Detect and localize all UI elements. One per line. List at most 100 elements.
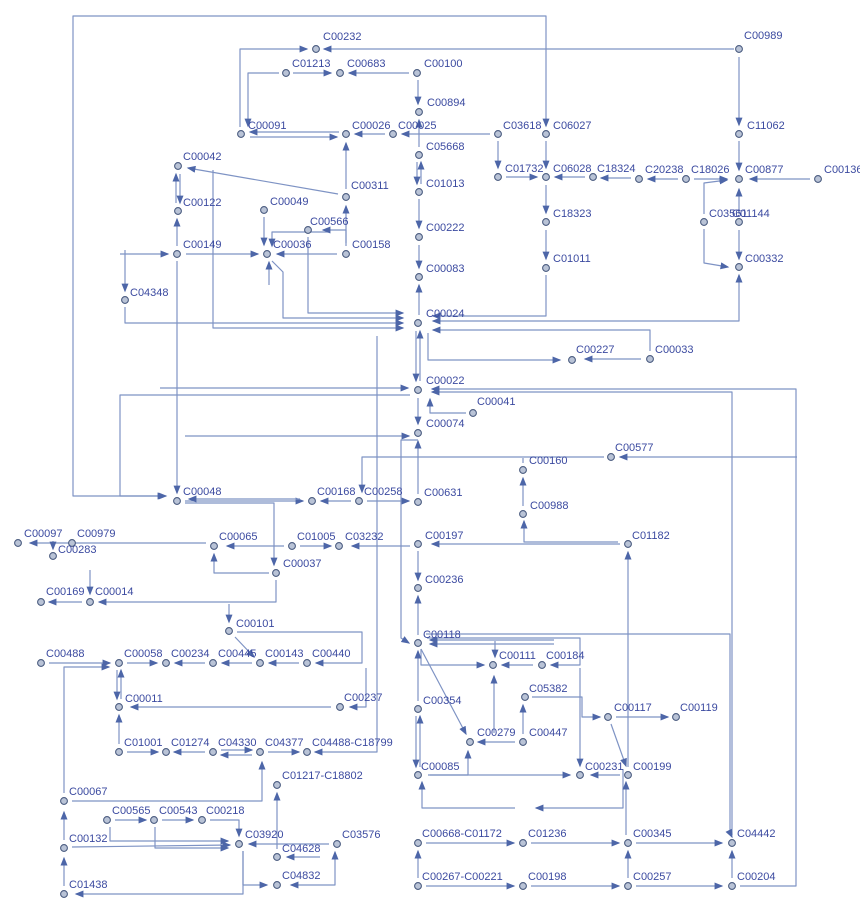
compound-node-C00197[interactable]: C00197 [414, 530, 464, 548]
compound-node-C04330[interactable]: C04330 [209, 737, 257, 756]
compound-marker[interactable] [415, 188, 423, 196]
compound-marker[interactable] [568, 356, 576, 364]
compound-node-C01236[interactable]: C01236 [519, 828, 567, 847]
compound-marker[interactable] [494, 130, 502, 138]
compound-node-C00566[interactable]: C00566 [304, 216, 349, 234]
compound-node-C01274[interactable]: C01274 [162, 737, 210, 756]
compound-marker[interactable] [174, 207, 182, 215]
compound-node-C00111[interactable]: C00111 [489, 650, 536, 669]
compound-node-C00168[interactable]: C00168 [308, 486, 356, 505]
compound-node-C00149[interactable]: C00149 [173, 239, 222, 258]
compound-node-C05668[interactable]: C05668 [415, 141, 465, 159]
compound-node-C18323[interactable]: C18323 [542, 208, 592, 226]
compound-node-C01213[interactable]: C01213 [282, 58, 331, 77]
compound-marker[interactable] [735, 263, 743, 271]
compound-node-C04488-C18799[interactable]: C04488-C18799 [303, 737, 393, 756]
compound-node-C00074[interactable]: C00074 [414, 418, 465, 437]
compound-marker[interactable] [273, 853, 281, 861]
compound-marker[interactable] [335, 542, 343, 550]
compound-marker[interactable] [635, 175, 643, 183]
compound-marker[interactable] [414, 584, 422, 592]
compound-marker[interactable] [263, 250, 271, 258]
compound-node-C04832[interactable]: C04832 [273, 870, 321, 889]
compound-node-C00577[interactable]: C00577 [607, 442, 654, 461]
compound-node-C00065[interactable]: C00065 [210, 531, 258, 550]
compound-marker[interactable] [735, 45, 743, 53]
compound-node-C00025[interactable]: C00025 [389, 120, 437, 138]
compound-node-C00877[interactable]: C00877 [735, 164, 784, 183]
compound-node-C00026[interactable]: C00026 [342, 120, 391, 138]
compound-marker[interactable] [209, 659, 217, 667]
compound-marker[interactable] [235, 840, 243, 848]
compound-marker[interactable] [312, 45, 320, 53]
compound-marker[interactable] [519, 839, 527, 847]
compound-node-C03920[interactable]: C03920 [235, 829, 284, 848]
compound-marker[interactable] [355, 497, 363, 505]
compound-marker[interactable] [415, 151, 423, 159]
compound-marker[interactable] [542, 218, 550, 226]
compound-marker[interactable] [538, 661, 546, 669]
compound-marker[interactable] [414, 882, 422, 890]
compound-marker[interactable] [304, 226, 312, 234]
compound-node-C00042[interactable]: C00042 [174, 151, 222, 170]
compound-marker[interactable] [210, 542, 218, 550]
compound-marker[interactable] [519, 466, 527, 474]
compound-node-C04377[interactable]: C04377 [256, 737, 304, 756]
compound-node-C00258[interactable]: C00258 [355, 486, 403, 505]
compound-node-C00158[interactable]: C00158 [342, 239, 391, 258]
compound-marker[interactable] [336, 69, 344, 77]
compound-node-C00204[interactable]: C00204 [728, 871, 776, 890]
compound-node-C05382[interactable]: C05382 [521, 683, 568, 701]
compound-marker[interactable] [237, 130, 245, 138]
compound-node-C00232[interactable]: C00232 [312, 31, 362, 53]
compound-node-C00488[interactable]: C00488 [37, 648, 85, 667]
compound-marker[interactable] [288, 542, 296, 550]
compound-marker[interactable] [413, 69, 421, 77]
compound-node-C00279[interactable]: C00279 [466, 727, 516, 746]
compound-node-C01217-C18802[interactable]: C01217-C18802 [273, 770, 363, 789]
compound-marker[interactable] [162, 748, 170, 756]
compound-node-C00048[interactable]: C00048 [173, 486, 222, 505]
compound-marker[interactable] [624, 771, 632, 779]
compound-node-C00067[interactable]: C00067 [60, 786, 108, 805]
compound-node-C00631[interactable]: C00631 [414, 487, 463, 506]
compound-marker[interactable] [521, 693, 529, 701]
compound-marker[interactable] [414, 705, 422, 713]
compound-marker[interactable] [162, 659, 170, 667]
compound-node-C00058[interactable]: C00058 [115, 648, 163, 667]
compound-node-C00118[interactable]: C00118 [414, 629, 461, 647]
compound-marker[interactable] [735, 175, 743, 183]
compound-node-C00014[interactable]: C00014 [86, 586, 134, 606]
compound-marker[interactable] [389, 130, 397, 138]
compound-node-C00283[interactable]: C00283 [49, 544, 97, 560]
compound-marker[interactable] [624, 540, 632, 548]
compound-node-C00257[interactable]: C00257 [624, 871, 672, 890]
compound-marker[interactable] [121, 296, 129, 304]
compound-marker[interactable] [272, 569, 280, 577]
compound-marker[interactable] [198, 816, 206, 824]
compound-marker[interactable] [469, 409, 477, 417]
compound-marker[interactable] [542, 130, 550, 138]
compound-node-C00024[interactable]: C00024 [414, 308, 465, 327]
compound-marker[interactable] [466, 738, 474, 746]
compound-node-C00231[interactable]: C00231 [576, 761, 624, 779]
compound-node-C00345[interactable]: C00345 [624, 828, 672, 847]
compound-node-C00097[interactable]: C00097 [14, 528, 63, 547]
compound-node-C00332[interactable]: C00332 [735, 253, 784, 271]
compound-node-C00683[interactable]: C00683 [336, 58, 386, 77]
compound-marker[interactable] [672, 713, 680, 721]
compound-marker[interactable] [607, 453, 615, 461]
compound-node-C03232[interactable]: C03232 [335, 531, 384, 550]
compound-marker[interactable] [86, 598, 94, 606]
compound-marker[interactable] [542, 173, 550, 181]
compound-node-C00083[interactable]: C00083 [415, 263, 465, 281]
compound-node-C00227[interactable]: C00227 [568, 344, 615, 364]
compound-node-C20238[interactable]: C20238 [635, 164, 684, 183]
compound-marker[interactable] [342, 130, 350, 138]
compound-marker[interactable] [303, 659, 311, 667]
compound-marker[interactable] [735, 130, 743, 138]
compound-node-C00033[interactable]: C00033 [646, 344, 694, 363]
compound-node-C01005[interactable]: C01005 [288, 531, 336, 550]
compound-marker[interactable] [60, 797, 68, 805]
compound-marker[interactable] [260, 206, 268, 214]
